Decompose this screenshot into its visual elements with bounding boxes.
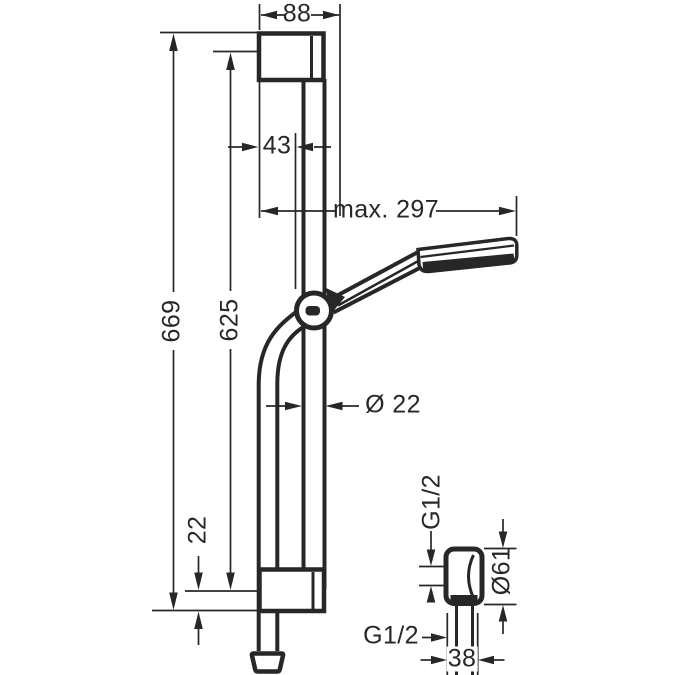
dim-label-rail-length: 625 — [215, 298, 244, 342]
top-bracket — [256, 31, 326, 83]
arrow-up — [169, 33, 178, 51]
dim-thread-bottom-leader — [422, 633, 447, 642]
arrow-right — [323, 10, 339, 20]
dim-625 — [226, 52, 235, 590]
holder-button-slot — [305, 306, 320, 316]
arrow-left — [261, 10, 277, 20]
hose-outer-edge — [256, 310, 298, 651]
outlet-body — [443, 546, 485, 606]
outlet-shading-arc — [467, 554, 475, 599]
arrow-left-tip — [296, 142, 313, 152]
handle-bottom-edge — [332, 264, 425, 315]
hose-inner-edge — [275, 324, 307, 651]
dim-label-max-reach: max. 297 — [332, 195, 440, 224]
dim-label-bar-projection: 88 — [282, 0, 312, 28]
arrow-right-tip — [431, 655, 447, 665]
shower-hose — [256, 310, 307, 651]
arrow-up-tip — [194, 611, 203, 629]
outlet-bottom-band — [450, 595, 478, 602]
arrow-down-tip — [194, 572, 203, 590]
arrow-up — [226, 52, 235, 70]
hand-shower — [326, 236, 519, 315]
dim-label-outlet-thread-top: G1/2 — [417, 474, 446, 530]
dim-diameter-61 — [484, 519, 517, 634]
arrow-right — [499, 206, 516, 216]
arrow-right-tip — [431, 633, 447, 642]
dim-label-outlet-width: 38 — [446, 644, 478, 673]
dim-label-bottom-offset: 22 — [183, 515, 212, 545]
shower-head-spray-face — [422, 253, 515, 272]
arrow-left-tip — [325, 401, 343, 411]
dim-label-outlet-diameter: Ø61 — [487, 546, 516, 596]
arrow-left-tip — [478, 655, 494, 665]
handle-mid-line — [337, 258, 422, 307]
bottom-bracket — [257, 567, 327, 614]
dim-label-bar-diameter: Ø 22 — [365, 390, 421, 419]
dim-diameter-22 — [266, 401, 359, 411]
arrow-right-tip — [242, 142, 259, 152]
dim-22 — [194, 556, 203, 645]
arrow-down-tip — [426, 549, 436, 566]
hose-nut — [249, 651, 286, 674]
dim-38 — [420, 655, 505, 665]
arrow-right-tip — [285, 401, 302, 411]
dim-88 — [261, 10, 339, 20]
dim-label-outlet-thread-bottom: G1/2 — [363, 621, 419, 650]
arrow-down — [226, 572, 235, 590]
arrow-left — [261, 206, 278, 216]
top-bracket-body — [256, 31, 326, 83]
arrow-down-tip — [498, 531, 508, 548]
arrow-up-tip — [426, 586, 436, 603]
dim-thread-top — [419, 531, 445, 603]
shower-holder — [294, 290, 334, 331]
slide-bar-rail — [301, 79, 327, 589]
dim-669 — [169, 33, 178, 610]
handle-top-edge — [333, 249, 420, 299]
shower-head-rim-line — [420, 244, 515, 259]
dim-label-wall-to-holder: 43 — [262, 131, 292, 160]
arrow-down — [169, 592, 178, 610]
arrow-up-tip — [498, 605, 508, 622]
dim-max-297 — [261, 206, 516, 216]
dim-label-total-height: 669 — [157, 299, 186, 343]
